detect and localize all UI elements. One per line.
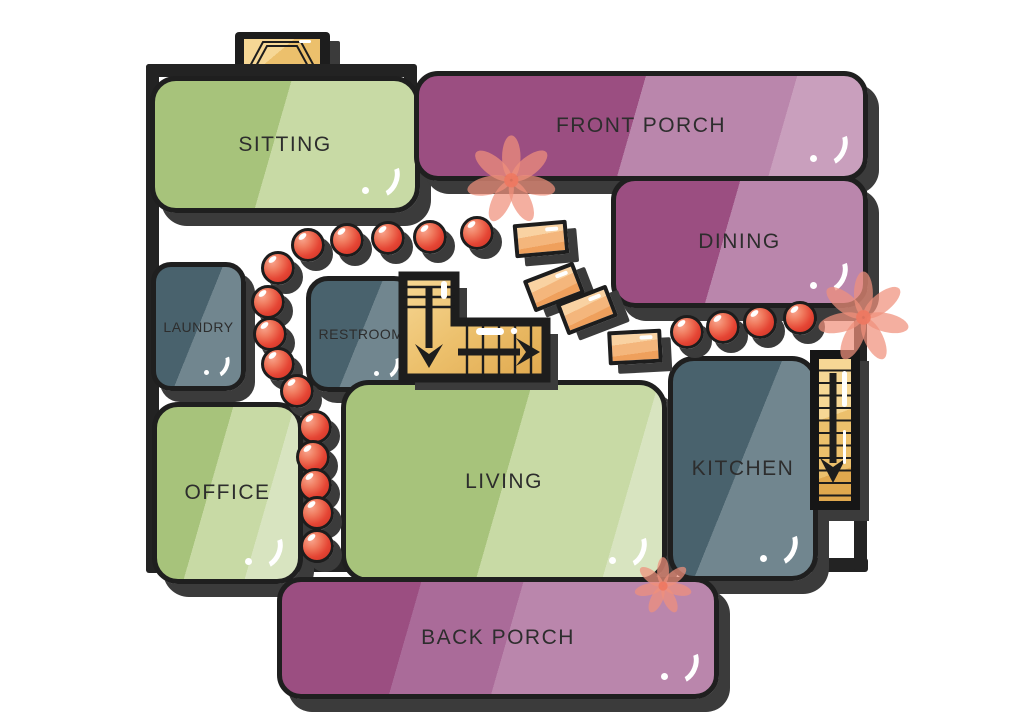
path-dot	[330, 223, 364, 257]
path-dot	[261, 251, 295, 285]
room-laundry-label: LAUNDRY	[163, 318, 234, 335]
path-dot	[460, 216, 494, 250]
room-kitchen-label: KITCHEN	[691, 456, 795, 480]
room-front-porch-label: FRONT PORCH	[555, 114, 727, 137]
room-office: OFFICE	[152, 402, 303, 584]
stairs-down-arrow-icon	[820, 373, 846, 483]
stair-shine	[441, 281, 447, 299]
room-sitting-label: SITTING	[238, 132, 332, 156]
room-dining-label: DINING	[698, 230, 781, 253]
path-dot	[298, 410, 332, 444]
room-restroom-label: RESTROOM	[318, 326, 404, 342]
path-dot	[743, 305, 777, 339]
room-dining: DINING	[611, 176, 868, 308]
room-back-porch: BACK PORCH	[277, 577, 719, 699]
room-living-label: LIVING	[465, 469, 543, 493]
room-office-label: OFFICE	[184, 481, 271, 504]
staircase-main	[398, 271, 558, 390]
room-back-porch-label: BACK PORCH	[421, 626, 575, 649]
path-dot	[251, 285, 285, 319]
path-dot	[280, 374, 314, 408]
room-kitchen: KITCHEN	[668, 356, 818, 581]
room-sitting: SITTING	[150, 76, 420, 213]
stairs-right-arrow-icon	[458, 338, 540, 366]
room-front-porch: FRONT PORCH	[414, 71, 868, 181]
room-living: LIVING	[341, 380, 667, 583]
furniture-block	[607, 328, 663, 366]
stairs-down-arrow-icon	[415, 286, 443, 368]
path-dot	[300, 496, 334, 530]
staircase-right	[810, 350, 860, 510]
path-dot	[371, 221, 405, 255]
stair-shine	[476, 328, 504, 335]
path-dot	[253, 317, 287, 351]
room-laundry: LAUNDRY	[151, 262, 246, 391]
stair-shine	[510, 327, 518, 335]
path-dot	[670, 315, 704, 349]
path-dot	[783, 301, 817, 335]
staircase-body	[398, 271, 551, 383]
furniture-block	[512, 219, 570, 259]
fireplace-hearth-outline	[248, 40, 316, 69]
path-dot	[291, 228, 325, 262]
path-dot	[413, 220, 447, 254]
wall-top	[146, 64, 416, 77]
path-dot	[706, 310, 740, 344]
path-dot	[300, 529, 334, 563]
